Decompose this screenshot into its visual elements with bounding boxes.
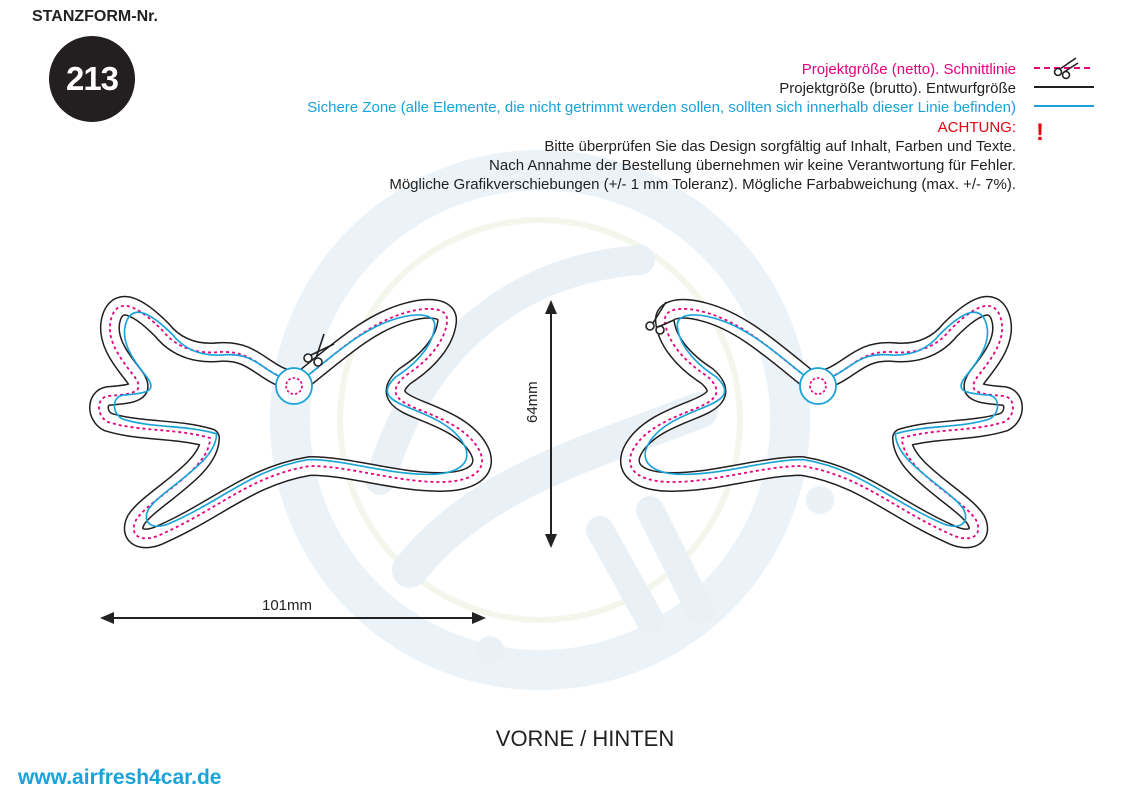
- scissors-icon: [1053, 57, 1079, 80]
- note-line: Bitte überprüfen Sie das Design sorgfält…: [544, 138, 1016, 155]
- legend-netto-text: Projektgröße (netto). Schnittlinie: [801, 61, 1016, 78]
- legend-warning-text: ACHTUNG:: [937, 119, 1016, 136]
- scissors-icon: [303, 333, 335, 367]
- width-dimension-label: 101mm: [262, 597, 313, 614]
- form-number-badge: 213: [49, 36, 135, 122]
- width-dimension-line: [100, 612, 486, 624]
- scissors-icon: [645, 301, 675, 335]
- back-shape: [630, 306, 1013, 539]
- note-line: Nach Annahme der Bestellung übernehmen w…: [489, 157, 1016, 174]
- height-dimension-label: 64mm: [524, 381, 541, 423]
- legend-brutto-text: Projektgröße (brutto). Entwurfgröße: [779, 80, 1016, 97]
- legend-safe-zone-text: Sichere Zone (alle Elemente, die nicht g…: [307, 99, 1016, 116]
- hang-hole-left: [285, 377, 303, 395]
- title-label: STANZFORM-Nr.: [32, 8, 158, 25]
- front-shape: [99, 306, 482, 539]
- height-dimension-line: [545, 300, 557, 548]
- hang-hole-right: [809, 377, 827, 395]
- exclamation-icon: !: [1036, 119, 1044, 142]
- side-label: VORNE / HINTEN: [495, 726, 675, 751]
- note-line: Mögliche Grafikverschiebungen (+/- 1 mm …: [389, 176, 1016, 193]
- website-link[interactable]: www.airfresh4car.de: [18, 766, 222, 789]
- legend-line-samples: !: [1034, 57, 1094, 142]
